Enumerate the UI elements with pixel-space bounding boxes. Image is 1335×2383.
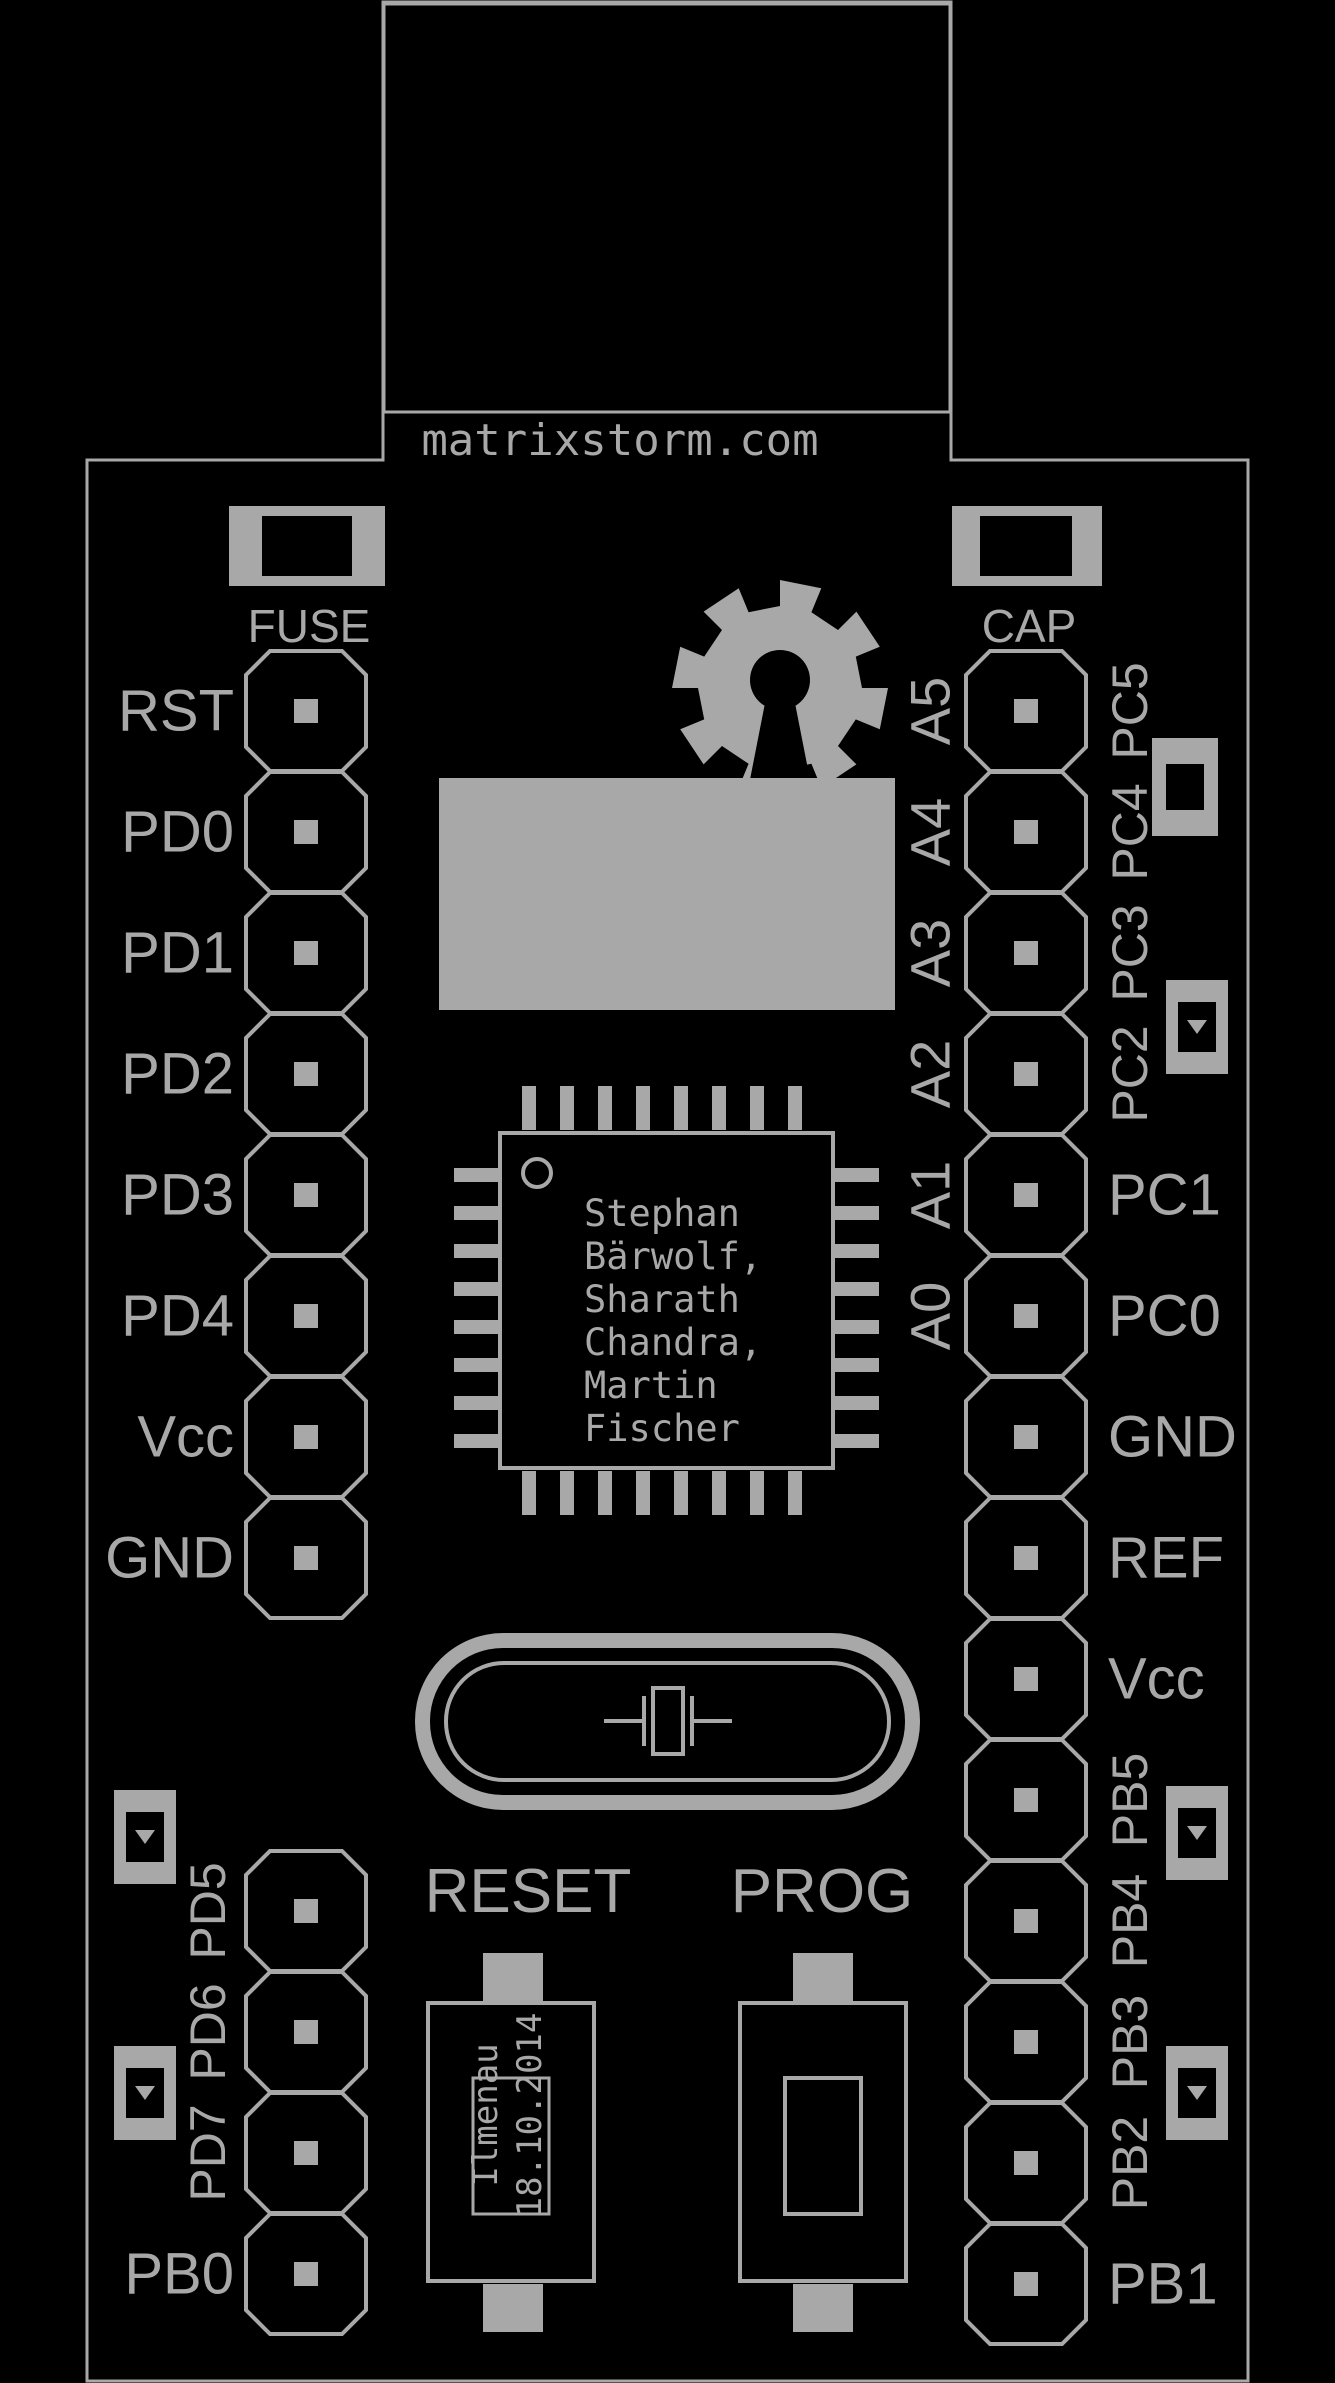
chip-pins bbox=[454, 1086, 879, 1515]
pin-label-right-pc2: PC2 bbox=[1102, 1025, 1158, 1122]
reset-location-text: Ilmenau bbox=[466, 2043, 506, 2186]
header-pin-left-gnd bbox=[244, 1496, 368, 1620]
atmega-chip bbox=[498, 1131, 835, 1470]
solder-pad bbox=[439, 778, 895, 1010]
pin-label-right-ref: REF bbox=[1108, 1526, 1224, 1591]
led-icon bbox=[114, 2046, 176, 2140]
header-pin-left-pd4 bbox=[244, 1254, 368, 1378]
cap-component bbox=[952, 506, 1102, 586]
smd-component-right-top bbox=[1152, 738, 1218, 836]
header-pin-right-pc0-5 bbox=[964, 1254, 1088, 1378]
analog-label-a2: A2 bbox=[899, 1040, 962, 1109]
pin-label-left-pd0: PD0 bbox=[121, 800, 234, 865]
pin-label-left-pd3: PD3 bbox=[121, 1163, 234, 1228]
pin-label-right-pc0: PC0 bbox=[1108, 1284, 1221, 1349]
header-pin-right-gnd-6 bbox=[964, 1375, 1088, 1499]
analog-label-a1: A1 bbox=[899, 1161, 962, 1230]
header-pin-left-pd7 bbox=[244, 2091, 368, 2215]
prog-label: PROG bbox=[731, 1857, 914, 1926]
pin-label-left-pd1: PD1 bbox=[121, 921, 234, 986]
header-pin-right-pb1-13 bbox=[964, 2222, 1088, 2346]
header-pin-left-pd0 bbox=[244, 770, 368, 894]
pin-label-left-vcc: Vcc bbox=[137, 1405, 234, 1470]
header-pin-right-pb2-12 bbox=[964, 2101, 1088, 2225]
chip-credit-line: Martin bbox=[584, 1364, 718, 1407]
header-pin-right-pc1-4 bbox=[964, 1133, 1088, 1257]
header-pin-right-pb4-10 bbox=[964, 1859, 1088, 1983]
header-pin-right-ref-7 bbox=[964, 1496, 1088, 1620]
open-hardware-gear-icon bbox=[672, 580, 888, 800]
header-pin-right-pb3-11 bbox=[964, 1980, 1088, 2104]
fuse-component bbox=[229, 506, 385, 586]
led-icon bbox=[1166, 2046, 1228, 2140]
header-pin-left-pd3 bbox=[244, 1133, 368, 1257]
fuse-label: FUSE bbox=[248, 600, 371, 652]
pin-label-left-gnd: GND bbox=[105, 1526, 234, 1591]
analog-label-a5: A5 bbox=[899, 677, 962, 746]
pin-label-left-rst: RST bbox=[118, 679, 234, 744]
pin-label-left-pd7: PD7 bbox=[180, 2104, 236, 2201]
header-pin-right-pc5-0 bbox=[964, 649, 1088, 773]
pin-label-right-pb1: PB1 bbox=[1108, 2252, 1218, 2317]
pin-label-right-pc5: PC5 bbox=[1102, 662, 1158, 759]
pin-label-left-pb0: PB0 bbox=[124, 2242, 234, 2307]
chip-credit-line: Chandra, bbox=[584, 1321, 762, 1364]
pin-label-right-vcc: Vcc bbox=[1108, 1647, 1205, 1712]
pin-label-right-pc3: PC3 bbox=[1102, 904, 1158, 1001]
header-pin-right-pc3-2 bbox=[964, 891, 1088, 1015]
chip-credit-line: Sharath bbox=[584, 1278, 740, 1321]
reset-label: RESET bbox=[425, 1857, 632, 1926]
analog-label-a4: A4 bbox=[899, 798, 962, 867]
pin-label-right-pb4: PB4 bbox=[1102, 1874, 1158, 1969]
pin-label-right-pc4: PC4 bbox=[1102, 783, 1158, 880]
header-pin-right-pb5-9 bbox=[964, 1738, 1088, 1862]
pin-label-left-pd5: PD5 bbox=[180, 1862, 236, 1959]
header-pin-left-pb0 bbox=[244, 2212, 368, 2336]
led-icon bbox=[114, 1790, 176, 1884]
prog-button bbox=[738, 1953, 908, 2332]
pin-label-left-pd6: PD6 bbox=[180, 1983, 236, 2080]
led-icon bbox=[1166, 1786, 1228, 1880]
header-pin-left-vcc bbox=[244, 1375, 368, 1499]
pin-label-right-pb5: PB5 bbox=[1102, 1753, 1158, 1848]
led-icon bbox=[1166, 980, 1228, 1074]
header-pin-right-vcc-8 bbox=[964, 1617, 1088, 1741]
reset-button bbox=[426, 1953, 596, 2332]
header-pin-left-rst bbox=[244, 649, 368, 773]
website-label: matrixstorm.com bbox=[421, 415, 818, 466]
usb-connector bbox=[382, 2, 952, 414]
pin-label-right-pb2: PB2 bbox=[1102, 2116, 1158, 2211]
cap-label: CAP bbox=[982, 600, 1077, 652]
analog-label-a0: A0 bbox=[899, 1282, 962, 1351]
crystal-icon bbox=[604, 1686, 732, 1756]
header-pin-left-pd1 bbox=[244, 891, 368, 1015]
header-pin-right-pc2-3 bbox=[964, 1012, 1088, 1136]
reset-date-text: 18.10.2014 bbox=[510, 2013, 550, 2218]
chip-credits: StephanBärwolf,SharathChandra,MartinFisc… bbox=[584, 1192, 762, 1450]
crystal-component bbox=[415, 1633, 920, 1810]
pin-label-right-pb3: PB3 bbox=[1102, 1995, 1158, 2090]
chip-credit-line: Bärwolf, bbox=[584, 1235, 762, 1278]
pin-label-left-pd2: PD2 bbox=[121, 1042, 234, 1107]
analog-label-a3: A3 bbox=[899, 919, 962, 988]
chip-credit-line: Stephan bbox=[584, 1192, 740, 1235]
chip-credit-line: Fischer bbox=[584, 1407, 740, 1450]
pin-label-right-gnd: GND bbox=[1108, 1405, 1237, 1470]
header-pin-left-pd5 bbox=[244, 1849, 368, 1973]
pin-label-left-pd4: PD4 bbox=[121, 1284, 234, 1349]
pin-label-right-pc1: PC1 bbox=[1108, 1163, 1221, 1228]
header-pin-left-pd2 bbox=[244, 1012, 368, 1136]
header-pin-right-pc4-1 bbox=[964, 770, 1088, 894]
header-pin-left-pd6 bbox=[244, 1970, 368, 2094]
